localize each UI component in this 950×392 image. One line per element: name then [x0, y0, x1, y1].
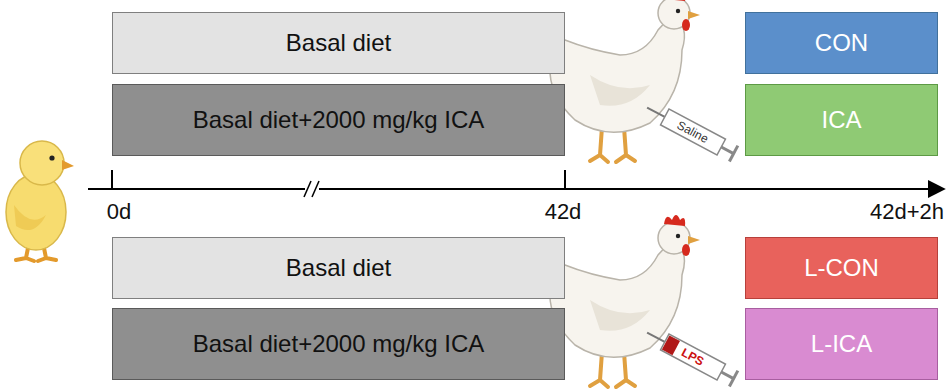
- group-box: L-CON: [745, 237, 938, 299]
- tick-mark: [111, 170, 113, 189]
- node-label: Basal diet+2000 mg/kg ICA: [193, 106, 485, 134]
- syringe-symbol: [643, 100, 738, 162]
- group-box: ICA: [745, 84, 938, 156]
- node-label: L-CON: [804, 254, 879, 282]
- node-label: ICA: [821, 106, 861, 134]
- time-label: 42d: [545, 199, 582, 225]
- syringe-symbol: [643, 325, 738, 387]
- node-label: CON: [815, 29, 868, 57]
- hen-illustration: [547, 0, 700, 162]
- chick-illustration: [6, 141, 74, 261]
- diet-bar: Basal diet+2000 mg/kg ICA: [112, 84, 565, 156]
- group-box: CON: [745, 12, 938, 74]
- node-label: Basal diet+2000 mg/kg ICA: [193, 330, 485, 358]
- hen-illustration: [547, 215, 700, 387]
- diet-bar: Basal diet: [112, 12, 565, 74]
- node-label: Basal diet: [286, 254, 391, 282]
- timeline-axis: [88, 188, 944, 190]
- tick-mark: [564, 170, 566, 189]
- break-mark: [304, 180, 319, 198]
- time-label: 0d: [107, 199, 131, 225]
- diet-bar: Basal diet+2000 mg/kg ICA: [112, 308, 565, 380]
- node-label: L-ICA: [811, 330, 872, 358]
- node-label: Basal diet: [286, 29, 391, 57]
- diet-bar: Basal diet: [112, 237, 565, 299]
- group-box: L-ICA: [745, 308, 938, 380]
- time-label: 42d+2h: [870, 199, 944, 225]
